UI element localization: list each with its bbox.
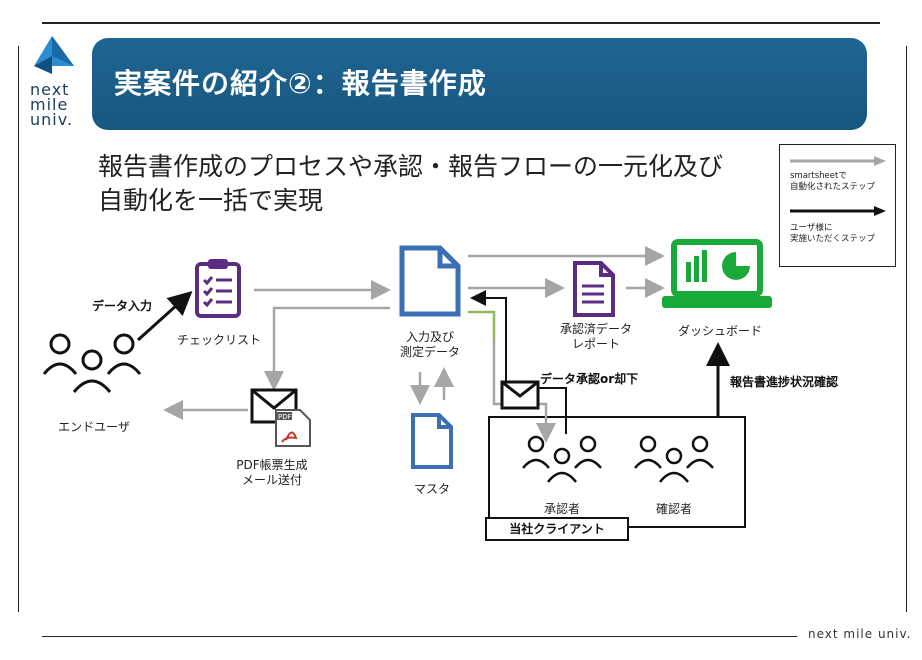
approved-report-icon xyxy=(573,261,615,317)
progress-check-label: 報告書進捗状況確認 xyxy=(730,375,839,389)
approved-report-label: 承認済データ レポート xyxy=(548,322,644,352)
logo-line-1: next xyxy=(30,80,70,99)
footer-brand: next mile univ. xyxy=(808,627,912,641)
arrow-input-to-pdf xyxy=(264,306,390,391)
approved-report-label-line2: レポート xyxy=(571,337,620,351)
dashboard-laptop-icon xyxy=(662,239,772,308)
subtitle-line-1: 報告書作成のプロセスや承認・報告フローの一元化及び xyxy=(98,152,724,181)
client-label: 当社クライアント xyxy=(485,517,629,541)
page-title: 実案件の紹介②：報告書作成 xyxy=(114,67,487,100)
legend-black-arrow-icon xyxy=(790,206,886,216)
checker-label: 確認者 xyxy=(655,502,692,516)
pdf-label-line1: PDF帳票生成 xyxy=(236,458,308,472)
approved-report-label-line1: 承認済データ xyxy=(559,322,632,336)
approver-icon xyxy=(522,435,602,483)
right-rule xyxy=(906,46,907,612)
input-data-label-line2: 測定データ xyxy=(399,345,460,359)
subtitle: 報告書作成のプロセスや承認・報告フローの一元化及び 自動化を一括で実現 xyxy=(98,150,723,218)
approval-mail-icon xyxy=(500,380,540,410)
legend-gray-arrow-icon xyxy=(790,156,886,166)
dashboard-label: ダッシュボード xyxy=(677,324,762,338)
data-input-label: データ入力 xyxy=(92,299,153,313)
pdf-badge: PDF xyxy=(278,413,292,421)
title-banner xyxy=(92,38,867,130)
top-rule xyxy=(42,22,880,24)
approve-reject-label: データ承認or却下 xyxy=(540,372,639,386)
end-user-label: エンドユーザ xyxy=(58,420,130,434)
input-data-document-icon xyxy=(399,245,461,317)
left-rule xyxy=(18,46,19,612)
logo-mark-icon xyxy=(34,36,74,74)
legend: smartsheetで 自動化されたステップ ユーザ様に 実施いただくステップ xyxy=(779,144,896,267)
legend-gray-text: smartsheetで 自動化されたステップ xyxy=(790,171,876,192)
logo: next mile univ. xyxy=(30,34,86,130)
pdf-label: PDF帳票生成 メール送付 xyxy=(222,458,322,488)
input-data-label: 入力及び 測定データ xyxy=(382,330,478,360)
checker-icon xyxy=(634,435,714,483)
approver-label: 承認者 xyxy=(543,502,580,516)
master-label: マスタ xyxy=(413,482,450,496)
legend-black-text: ユーザ様に 実施いただくステップ xyxy=(790,223,876,244)
clipboard-icon xyxy=(195,259,241,318)
pdf-label-line2: メール送付 xyxy=(241,473,302,487)
logo-line-3: univ. xyxy=(30,110,74,129)
subtitle-line-2: 自動化を一括で実現 xyxy=(98,186,324,215)
client-group-box xyxy=(488,416,746,528)
master-document-icon xyxy=(411,413,453,469)
pdf-mail-icon: PDF xyxy=(250,388,311,447)
input-data-label-line1: 入力及び xyxy=(405,330,454,344)
bottom-rule xyxy=(42,636,797,637)
end-user-icon xyxy=(42,333,142,393)
checklist-label: チェックリスト xyxy=(176,333,261,347)
arrow-approver-to-input xyxy=(470,290,567,434)
logo-line-2: mile xyxy=(30,95,69,114)
arrow-user-to-checklist xyxy=(136,290,193,342)
